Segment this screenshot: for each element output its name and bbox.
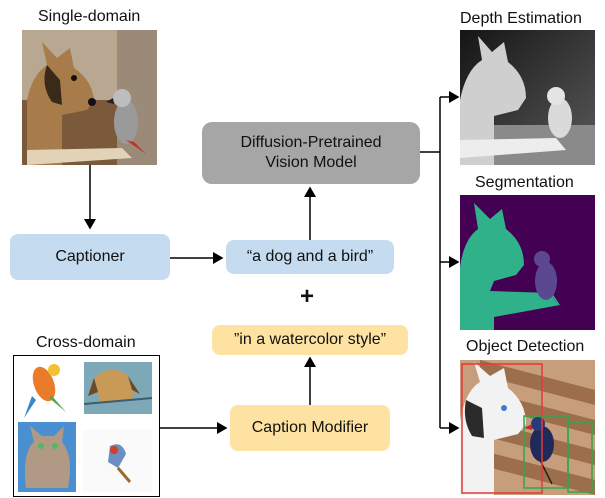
object-detection-label: Object Detection xyxy=(466,338,585,355)
caption-modifier-box: Caption Modifier xyxy=(230,405,390,451)
diffusion-model-box: Diffusion-Pretrained Vision Model xyxy=(202,122,420,184)
caption-box: “a dog and a bird” xyxy=(226,240,394,274)
depth-estimation-label: Depth Estimation xyxy=(460,10,582,27)
object-detection-output xyxy=(460,360,595,495)
cross-domain-collage xyxy=(13,355,160,497)
segmentation-output xyxy=(460,195,595,330)
single-domain-photo xyxy=(22,30,157,165)
style-prompt-box: ”in a watercolor style” xyxy=(212,325,408,355)
model-line-1: Diffusion-Pretrained xyxy=(240,134,382,151)
segmentation-label: Segmentation xyxy=(475,174,574,191)
depth-map-output xyxy=(460,30,595,165)
cross-domain-label: Cross-domain xyxy=(36,334,136,351)
model-line-2: Vision Model xyxy=(265,154,357,171)
plus-sign: + xyxy=(300,283,315,310)
single-domain-label: Single-domain xyxy=(38,8,141,25)
captioner-box: Captioner xyxy=(10,234,170,280)
